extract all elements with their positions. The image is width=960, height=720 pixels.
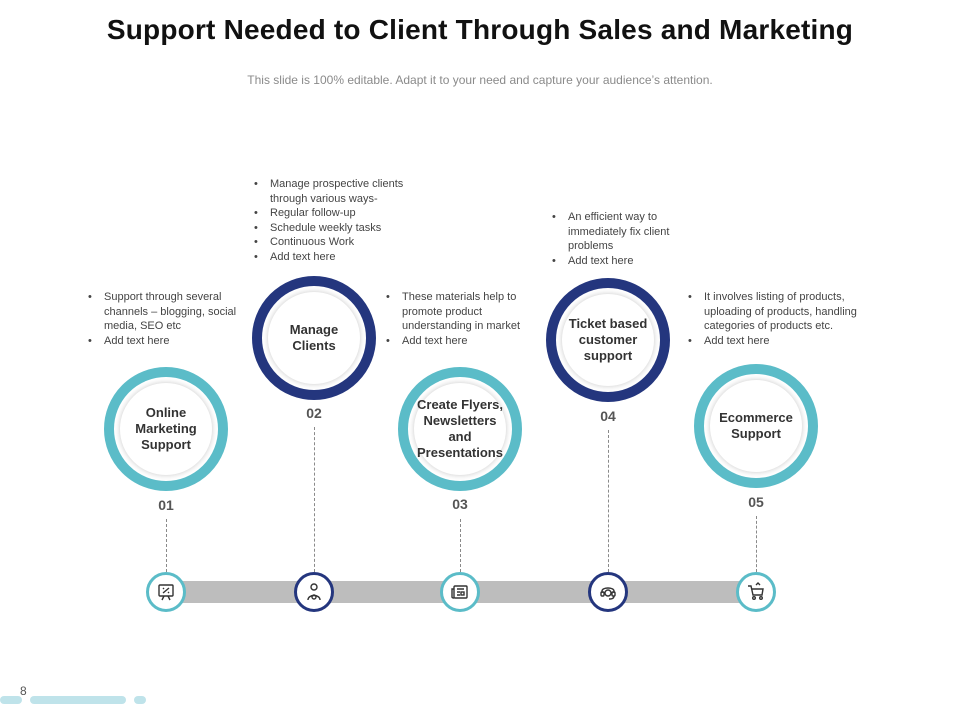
step-1-circle: Online Marketing Support [104, 367, 228, 491]
step-3-node [440, 572, 480, 612]
bullet: Add text here [686, 334, 886, 349]
bullet: These materials help to promote product … [384, 290, 544, 334]
step-4-circle: Ticket based customer support [546, 278, 670, 402]
connector-2 [314, 427, 315, 572]
step-1-label: Online Marketing Support [135, 405, 197, 452]
footer-decoration [0, 696, 22, 704]
client-manager-icon [307, 583, 321, 601]
step-3-label: Create Flyers, Newsletters and Presentat… [417, 397, 503, 460]
support-headset-icon [600, 587, 616, 600]
bullet: An efficient way to immediately fix clie… [550, 210, 700, 254]
step-5-bullets: It involves listing of products, uploadi… [686, 290, 886, 348]
step-5-node [736, 572, 776, 612]
connector-1 [166, 519, 167, 572]
bullet: Regular follow-up [252, 206, 432, 221]
bullet: Add text here [252, 250, 432, 265]
step-4-node [588, 572, 628, 612]
step-2-number: 02 [306, 405, 322, 421]
shopping-cart-icon [748, 582, 764, 600]
step-2-label: Manage Clients [289, 322, 339, 353]
bullet: Add text here [86, 334, 246, 349]
step-2-bullets: Manage prospective clients through vario… [252, 177, 432, 264]
bullet: Add text here [550, 254, 700, 269]
connector-5 [756, 516, 757, 572]
step-1-number: 01 [158, 497, 174, 513]
bullet: Continuous Work [252, 235, 432, 250]
connector-4 [608, 430, 609, 572]
step-4-label: Ticket based customer support [568, 316, 648, 363]
bullet: Add text here [384, 334, 544, 349]
footer-decoration [134, 696, 146, 704]
step-3-bullets: These materials help to promote product … [384, 290, 544, 348]
step-5-label: Ecommerce Support [719, 410, 793, 441]
page-number: 8 [20, 684, 27, 698]
step-1-bullets: Support through several channels – blogg… [86, 290, 246, 348]
step-1-node [146, 572, 186, 612]
step-5-number: 05 [748, 494, 764, 510]
step-2-node [294, 572, 334, 612]
newsletter-icon [451, 585, 468, 599]
connector-3 [460, 519, 461, 572]
marketing-board-icon [158, 584, 174, 601]
slide-title: Support Needed to Client Through Sales a… [106, 14, 854, 45]
bullet: Schedule weekly tasks [252, 221, 432, 236]
bullet: It involves listing of products, uploadi… [686, 290, 886, 334]
step-4-bullets: An efficient way to immediately fix clie… [550, 210, 700, 268]
step-4-number: 04 [600, 408, 616, 424]
bullet: Manage prospective clients through vario… [252, 177, 432, 206]
slide-subtitle: This slide is 100% editable. Adapt it to… [247, 73, 713, 87]
step-3-number: 03 [452, 496, 468, 512]
step-3-circle: Create Flyers, Newsletters and Presentat… [398, 367, 522, 491]
step-5-circle: Ecommerce Support [694, 364, 818, 488]
step-2-circle: Manage Clients [252, 276, 376, 400]
footer-decoration [30, 696, 126, 704]
bullet: Support through several channels – blogg… [86, 290, 246, 334]
